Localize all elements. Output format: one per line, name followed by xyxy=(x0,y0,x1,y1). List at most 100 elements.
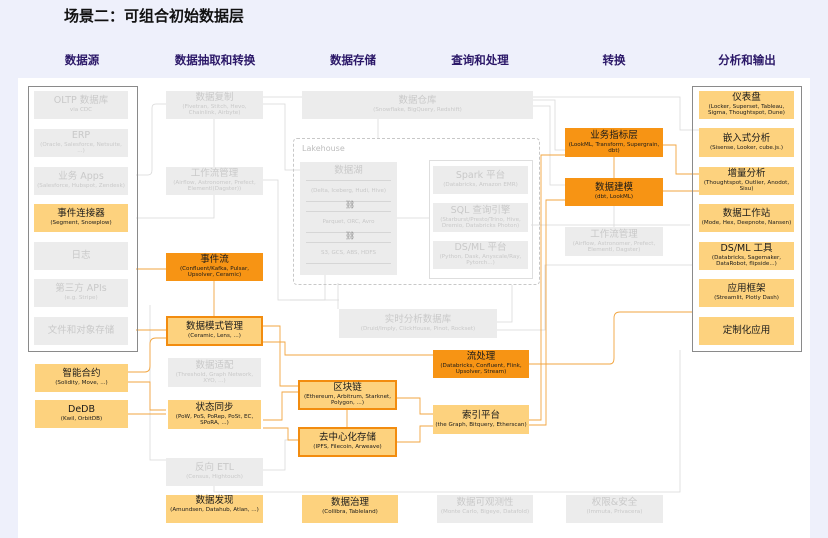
box-title: Spark 平台 xyxy=(455,170,506,182)
box-title: 嵌入式分析 xyxy=(722,132,771,144)
box-subtitle: (Thoughtspot, Outlier, Anodot, Sisu) xyxy=(703,180,790,193)
box-subtitle: (LookML, Transform, Supergrain, dbt) xyxy=(568,141,660,154)
source-file-object-storage[interactable]: 文件和对象存储 xyxy=(34,317,128,345)
box-title: 数据可观测性 xyxy=(456,497,514,508)
box-title: 数据治理 xyxy=(330,497,369,508)
box-title: DeDB xyxy=(68,404,95,416)
box-subtitle: (Druid/Imply, ClickHouse, Pinot, Rockset… xyxy=(360,325,476,332)
box-subtitle: (IPFS, Filecoin, Arweave) xyxy=(313,444,382,451)
source-third-party-apis[interactable]: 第三方 APIs(e.g. Stripe) xyxy=(34,279,128,307)
output-custom-apps[interactable]: 定制化应用 xyxy=(699,317,794,345)
box-subtitle: (Databricks, Confluent, Flink, Upsolver,… xyxy=(440,363,522,376)
ingest-event-streaming[interactable]: 事件流(Confluent/Kafka, Pulsar, Upsolver, C… xyxy=(166,253,263,281)
ingest-state-sync[interactable]: 状态同步(PoW, PoS, PoRep, PoSt, EC, SPoRA, .… xyxy=(168,400,261,429)
box-title: SQL 查询引擎 xyxy=(450,204,511,216)
query-sql-engine[interactable]: SQL 查询引擎(Starburst/Presto/Trino, Hive, D… xyxy=(433,203,528,232)
box-subtitle: (Locker, Superset, Tableau, Sigma, Thoug… xyxy=(708,104,785,117)
column-header-sources: 数据源 xyxy=(64,53,100,67)
storage-blockchain[interactable]: 区块链(Ethereum, Arbitrum, Starknet, Polygo… xyxy=(298,380,397,410)
lake-file-format: Parquet, ORC, Avro xyxy=(306,211,391,233)
column-header-query: 查询和处理 xyxy=(451,53,509,67)
query-stream-processing[interactable]: 流处理(Databricks, Confluent, Flink, Upsolv… xyxy=(433,350,529,378)
source-smart-contracts[interactable]: 智能合约(Solidity, Move, ...) xyxy=(35,364,128,392)
box-title: 仪表盘 xyxy=(732,92,761,104)
box-subtitle: (Ethereum, Arbitrum, Starknet, Polygon, … xyxy=(303,394,391,407)
box-title: DS/ML 工具 xyxy=(720,243,773,255)
box-subtitle: (Fivetran, Stitch, Hevo, Chainlink, Airb… xyxy=(182,104,247,117)
box-subtitle: (e.g. Stripe) xyxy=(64,295,98,302)
box-subtitle: (Oracle, Salesforce, Netsuite, ...) xyxy=(40,142,122,155)
output-dsml-tools[interactable]: DS/ML 工具(Databricks, Sagemaker, DataRobo… xyxy=(699,242,794,270)
box-title: 数据建模 xyxy=(594,182,633,194)
source-logs[interactable]: 日志 xyxy=(34,242,128,270)
box-title: 工作流管理 xyxy=(190,168,239,180)
query-indexing-platform[interactable]: 索引平台(the Graph, Bitquery, Etherscan) xyxy=(433,405,529,434)
box-title: 文件和对象存储 xyxy=(47,324,115,336)
box-title: 数据复制 xyxy=(195,92,234,104)
page-title: 场景二：可组合初始数据层 xyxy=(64,7,245,25)
transform-workflow-management[interactable]: 工作流管理(Airflow, Astronomer, Prefect, Elem… xyxy=(565,227,663,256)
box-subtitle: (Salesforce, Hubspot, Zendesk) xyxy=(37,183,125,190)
box-subtitle: (Collibra, Tableland) xyxy=(322,508,378,515)
box-subtitle: (Confluent/Kafka, Pulsar, Upsolver, Cera… xyxy=(179,266,250,279)
sources-frame xyxy=(28,86,138,352)
storage-decentralized-storage[interactable]: 去中心化存储(IPFS, Filecoin, Arweave) xyxy=(298,427,397,457)
box-subtitle: (Kwil, OrbitDB) xyxy=(60,416,103,423)
output-embedded-analytics[interactable]: 嵌入式分析(Sisense, Looker, cube.js.) xyxy=(699,128,794,157)
box-title: 业务 Apps xyxy=(58,171,104,183)
box-title: 工作流管理 xyxy=(590,228,638,240)
ingest-data-adapter[interactable]: 数据适配(Threshold, Graph Network, XYO, ...) xyxy=(168,358,261,387)
box-subtitle: (Threshold, Graph Network, XYO, ...) xyxy=(175,371,254,384)
access-security[interactable]: 权限&安全(Immuta, Privacera) xyxy=(566,495,663,523)
output-data-workspace[interactable]: 数据工作站(Mode, Hex, Deepnote, Nansen) xyxy=(699,204,794,232)
ingest-schema-management[interactable]: 数据模式管理(Ceramic, Lens, ...) xyxy=(166,316,263,346)
box-subtitle: (Databricks, Amazon EMR) xyxy=(443,182,518,189)
lakehouse-group xyxy=(293,138,540,285)
box-subtitle: via CDC xyxy=(69,107,93,114)
box-subtitle: (Amundsen, Datahub, Atlan, ...) xyxy=(170,506,259,513)
box-title: 实时分析数据库 xyxy=(384,313,452,325)
output-app-frameworks[interactable]: 应用框架(Streamlit, Plotly Dash) xyxy=(699,279,794,307)
source-event-connector[interactable]: 事件连接器(Segment, Snowplow) xyxy=(34,204,128,232)
data-discovery[interactable]: 数据发现(Amundsen, Datahub, Atlan, ...) xyxy=(166,495,263,523)
link-icon: ⛓ xyxy=(345,231,356,240)
box-title: 数据湖 xyxy=(334,165,363,176)
box-subtitle: (Immuta, Privacera) xyxy=(586,508,643,515)
ingest-reverse-etl[interactable]: 反向 ETL(Census, Hightouch) xyxy=(166,458,263,486)
source-erp[interactable]: ERP(Oracle, Salesforce, Netsuite, ...) xyxy=(34,129,128,157)
box-title: 数据发现 xyxy=(195,495,234,506)
column-header-transform: 转换 xyxy=(602,53,626,67)
box-title: 增量分析 xyxy=(727,168,766,180)
transform-metrics-layer[interactable]: 业务指标层(LookML, Transform, Supergrain, dbt… xyxy=(565,128,663,157)
source-dedb[interactable]: DeDB(Kwil, OrbitDB) xyxy=(35,400,128,428)
storage-data-warehouse[interactable]: 数据仓库(Snowflake, BigQuery, Redshift) xyxy=(302,91,533,119)
box-title: DS/ML 平台 xyxy=(454,242,507,254)
data-observability[interactable]: 数据可观测性(Monte Carlo, Bigeye, Datafold) xyxy=(437,495,533,523)
query-group xyxy=(429,160,533,279)
box-subtitle: (dbt, LookML) xyxy=(594,194,634,201)
output-augmented-analytics[interactable]: 增量分析(Thoughtspot, Outlier, Anodot, Sisu) xyxy=(699,167,794,195)
box-subtitle: (Monte Carlo, Bigeye, Datafold) xyxy=(440,508,530,515)
storage-realtime-analytics-db[interactable]: 实时分析数据库(Druid/Imply, ClickHouse, Pinot, … xyxy=(339,309,497,338)
box-title: 第三方 APIs xyxy=(55,283,107,295)
box-subtitle: (Mode, Hex, Deepnote, Nansen) xyxy=(701,220,792,227)
box-title: 日志 xyxy=(71,249,91,261)
outputs-frame xyxy=(692,86,802,352)
data-governance[interactable]: 数据治理(Collibra, Tableland) xyxy=(302,495,398,523)
box-subtitle: (Snowflake, BigQuery, Redshift) xyxy=(373,107,462,114)
output-dashboards[interactable]: 仪表盘(Locker, Superset, Tableau, Sigma, Th… xyxy=(699,91,794,119)
box-title: OLTP 数据库 xyxy=(53,95,109,107)
ingest-workflow-management[interactable]: 工作流管理(Airflow, Astronomer, Prefect, Elem… xyxy=(166,167,263,195)
query-dsml-platform[interactable]: DS/ML 平台(Python, Dask, Anyscale/Ray, Pyt… xyxy=(433,241,528,269)
connector-lines xyxy=(128,96,700,493)
query-spark-platform[interactable]: Spark 平台(Databricks, Amazon EMR) xyxy=(433,166,528,194)
ingest-data-replication[interactable]: 数据复制(Fivetran, Stitch, Hevo, Chainlink, … xyxy=(166,91,263,119)
box-title: 智能合约 xyxy=(62,368,101,380)
transform-data-modeling[interactable]: 数据建模(dbt, LookML) xyxy=(565,178,663,206)
box-title: 流处理 xyxy=(466,351,496,363)
box-title: 反向 ETL xyxy=(194,462,235,474)
source-business-apps[interactable]: 业务 Apps(Salesforce, Hubspot, Zendesk) xyxy=(34,167,128,195)
box-title: ERP xyxy=(71,130,91,142)
box-subtitle: (Starburst/Presto/Trino, Hive, Dremio, D… xyxy=(440,216,521,229)
